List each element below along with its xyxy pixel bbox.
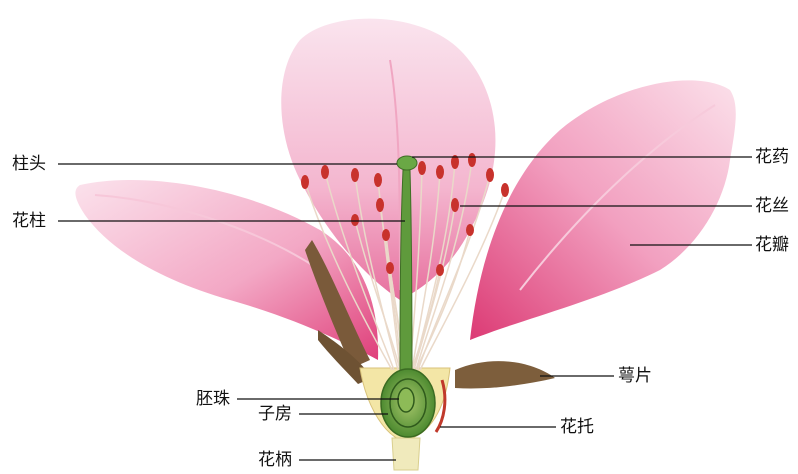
right-petal — [470, 80, 736, 340]
stigma-shape — [397, 156, 417, 170]
right-sepal — [455, 361, 555, 388]
label-filament: 花丝 — [755, 196, 789, 216]
ovule-shape — [398, 388, 414, 412]
label-style: 花柱 — [12, 211, 46, 231]
label-petal: 花瓣 — [755, 235, 789, 255]
label-stigma: 柱头 — [12, 154, 46, 174]
pedicel-shape — [392, 438, 420, 470]
label-receptacle: 花托 — [560, 417, 594, 437]
style-shape — [400, 170, 412, 378]
label-sepal: 萼片 — [618, 366, 652, 386]
label-ovule: 胚珠 — [196, 389, 230, 409]
label-ovary: 子房 — [258, 404, 292, 424]
label-anther: 花药 — [755, 147, 789, 167]
label-pedicel: 花柄 — [258, 450, 292, 470]
